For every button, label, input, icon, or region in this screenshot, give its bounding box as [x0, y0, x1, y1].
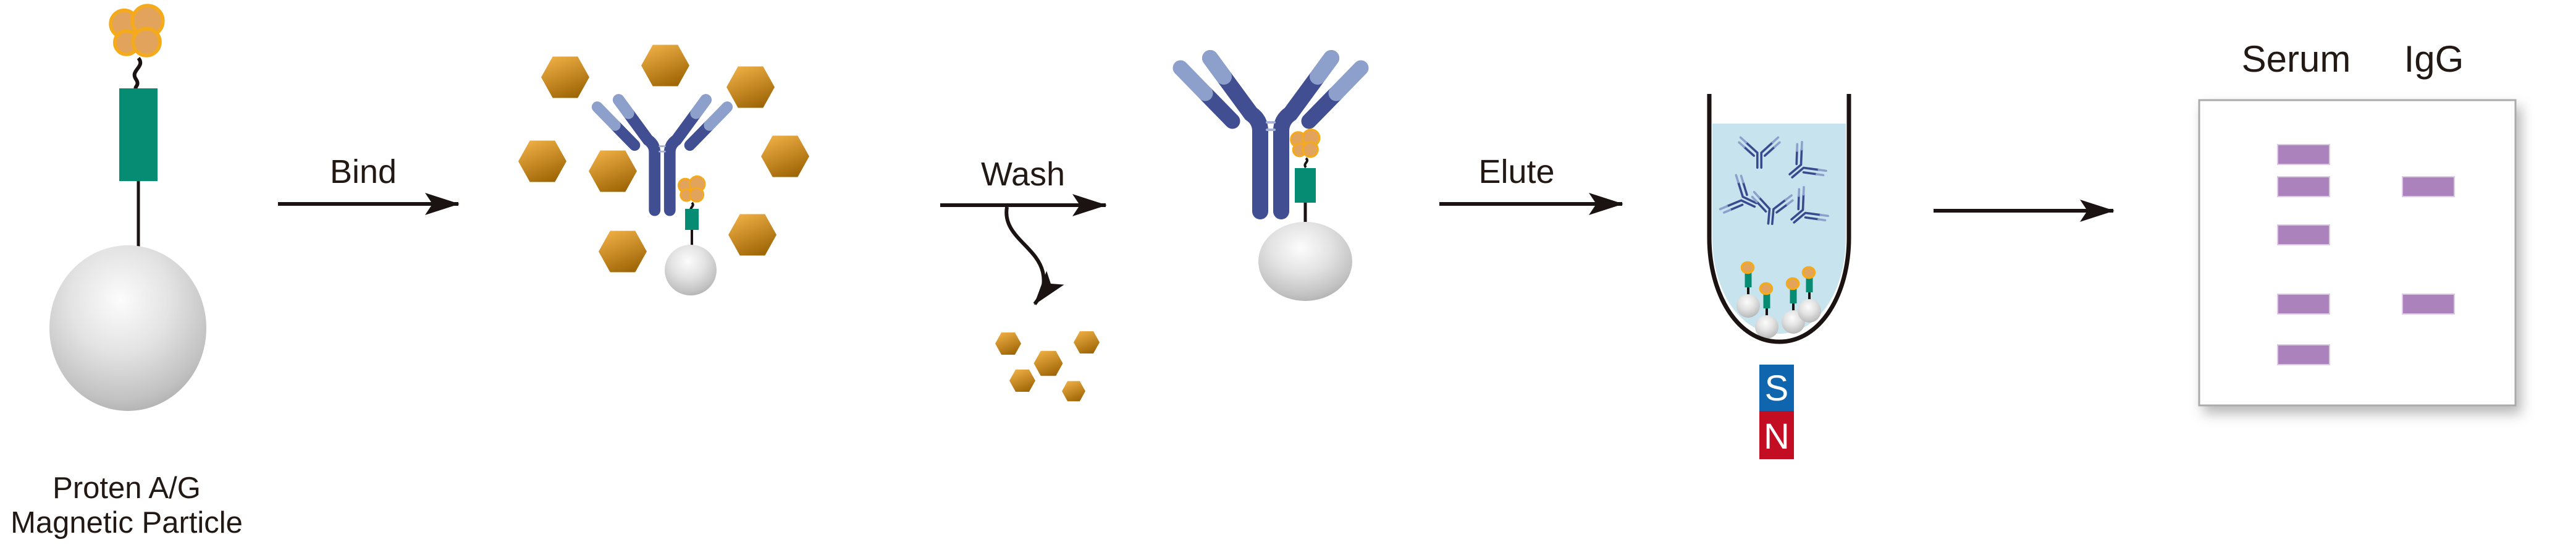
protein-ag-tag	[685, 209, 699, 230]
linker-squiggle	[132, 57, 143, 92]
antigen-hexagon-small	[1009, 369, 1035, 392]
gel-band-serum	[2277, 344, 2330, 365]
lane-label-serum: Serum	[2242, 38, 2351, 80]
gel-band-igg	[2402, 294, 2455, 315]
binding-mixture	[518, 44, 809, 295]
antigen-hexagon	[728, 214, 777, 256]
particle-caption-line2: Magnetic Particle	[11, 506, 243, 539]
elute-step: Elute	[1439, 153, 1623, 215]
gel-band-serum	[2277, 144, 2330, 165]
antigen-hexagon	[726, 66, 775, 108]
linker-squiggle	[1303, 157, 1309, 169]
magnetic-bead	[665, 245, 717, 295]
washed-away-antigens	[995, 331, 1100, 402]
gel-box	[2198, 99, 2517, 407]
protein-ag-magnetic-particle: Proten A/G Magnetic Particle	[11, 6, 243, 539]
antigen-hexagon	[599, 231, 647, 273]
wash-step: Wash	[940, 156, 1107, 402]
small-magnetic-particle	[665, 175, 717, 295]
antigen-hexagon-small	[1033, 350, 1063, 376]
wash-label: Wash	[981, 156, 1065, 193]
antigen-hexagon	[518, 140, 566, 182]
tube-outline	[1707, 94, 1851, 344]
magnetic-bead	[1258, 222, 1352, 301]
gel-bands	[2277, 144, 2455, 365]
bind-label: Bind	[330, 153, 397, 190]
lane-label-igg: IgG	[2404, 38, 2464, 80]
antigen-hexagon	[761, 135, 809, 177]
magnet-north-label: N	[1764, 417, 1790, 457]
gel-band-serum	[2277, 294, 2330, 315]
antigen-hexagon	[641, 44, 689, 87]
wash-away-curved-arrow	[1004, 206, 1064, 305]
antigen-hexagon	[589, 150, 637, 192]
antigen-hexagon	[541, 56, 589, 98]
gel-result: Serum IgG	[2198, 38, 2517, 407]
antigen-hexagon-small	[995, 332, 1021, 355]
gel-band-serum	[2277, 224, 2330, 245]
gel-band-igg	[2402, 176, 2455, 197]
antigen-hexagon-small	[1074, 331, 1100, 354]
tube-liquid	[1712, 124, 1846, 334]
bind-step: Bind	[278, 153, 460, 215]
protein-ag-tag	[1295, 168, 1316, 203]
magnet-north-pole	[1759, 411, 1794, 459]
particle-caption-line1: Proten A/G	[53, 472, 201, 505]
magnet: S N	[1759, 365, 1794, 459]
protein-cluster-icon	[111, 6, 163, 56]
magnetic-bead	[49, 245, 206, 411]
elute-label: Elute	[1478, 153, 1554, 190]
protein-cluster-icon	[1290, 129, 1321, 158]
antigen-hexagon-small	[1062, 381, 1085, 402]
antibody-icon	[1181, 58, 1361, 211]
magnet-south-pole	[1759, 365, 1794, 411]
gel-band-serum	[2277, 176, 2330, 197]
antibody-particle-complex	[1181, 58, 1361, 301]
protein-ag-tag	[119, 88, 158, 181]
protein-cluster-icon	[677, 175, 706, 203]
magnet-south-label: S	[1765, 368, 1789, 408]
separation-tube: S N	[1707, 94, 1851, 459]
